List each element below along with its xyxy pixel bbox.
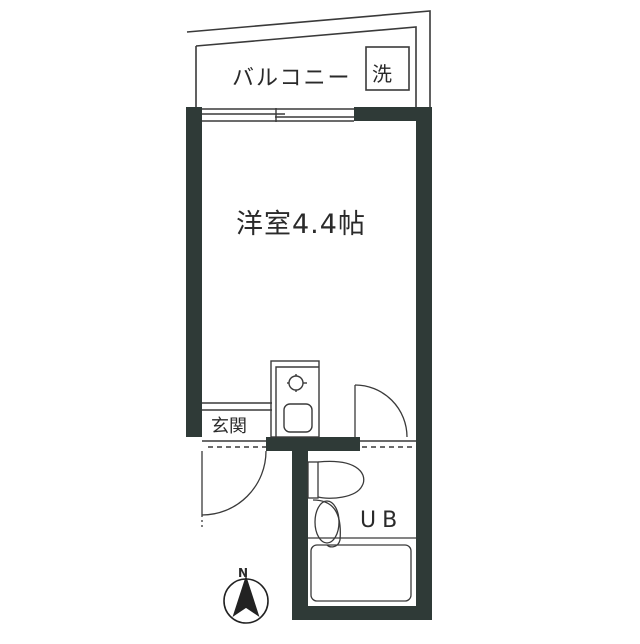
door-swings — [201, 384, 408, 530]
window-sash — [202, 108, 354, 122]
toilet — [307, 460, 365, 548]
north-label: N — [238, 566, 249, 580]
balcony-outline — [186, 10, 431, 107]
bathtub — [308, 537, 416, 602]
washer-box — [365, 46, 410, 91]
entrance-lines — [202, 402, 272, 448]
walls — [186, 107, 432, 620]
balcony-label: バルコニー — [232, 66, 352, 91]
bath-threshold — [360, 440, 416, 448]
entrance-label: 玄関 — [211, 416, 247, 437]
kitchen-unit — [270, 360, 320, 438]
north-arrow-icon — [223, 575, 269, 624]
main-room-label: 洋室4.4帖 — [236, 209, 366, 240]
unit-bath-label: UB — [360, 508, 404, 533]
washer-label: 洗 — [372, 62, 392, 86]
